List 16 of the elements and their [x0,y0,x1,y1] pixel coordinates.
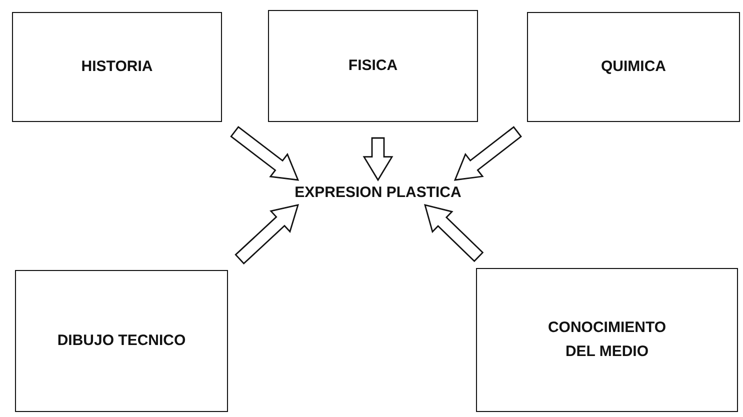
box-label: FISICA [348,56,398,76]
block-arrow [362,137,394,182]
block-arrow [234,204,300,264]
box-label: CONOCIMIENTO DEL MEDIO [546,318,668,362]
block-arrow [230,126,300,181]
subject-box [268,10,478,122]
subject-box [476,268,738,412]
subject-box [12,12,222,122]
central-label: EXPRESION PLASTICA [294,182,462,202]
block-arrow [454,126,522,181]
subject-box [15,270,228,412]
subject-box [527,12,740,122]
block-arrow [424,204,484,262]
box-label: DIBUJO TECNICO [57,331,186,351]
box-label: HISTORIA [81,57,153,77]
box-label: QUIMICA [601,57,666,77]
